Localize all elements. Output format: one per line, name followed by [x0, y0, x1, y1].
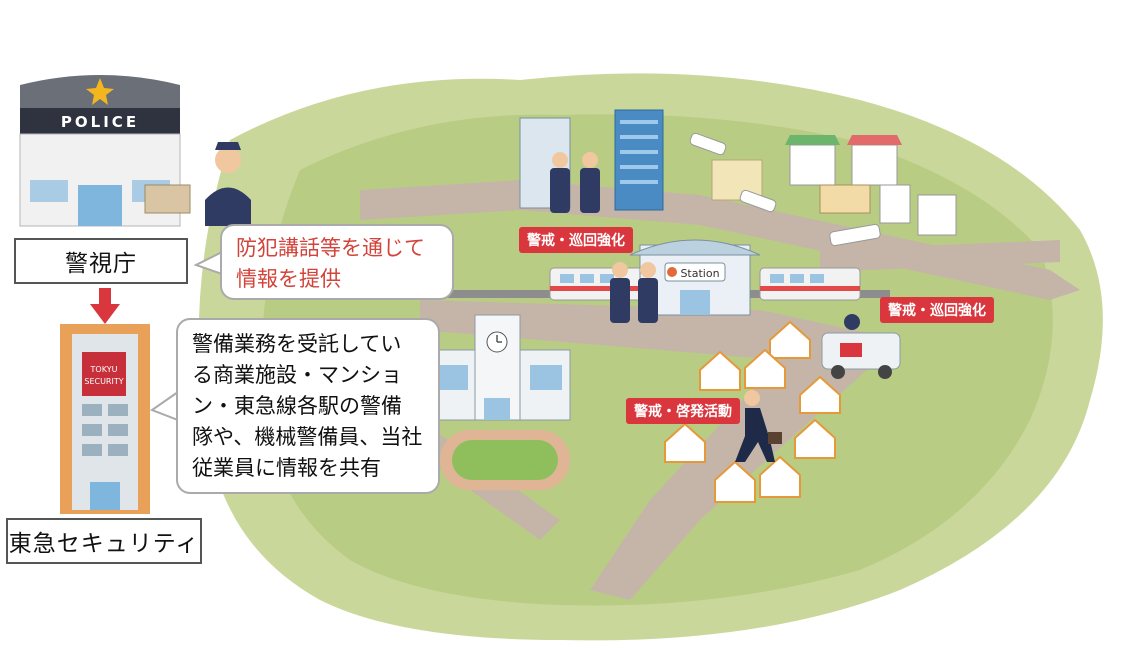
security-info-line-3: ン・東急線各駅の警備: [192, 394, 402, 418]
office-buildings: [519, 109, 763, 211]
police-label-text: 警視庁: [65, 251, 137, 277]
train-left: [549, 267, 651, 301]
road-right: [820, 240, 1060, 272]
police-sign: POLICE: [61, 113, 139, 131]
patrol-car: [821, 314, 901, 379]
guards-station: [610, 262, 658, 323]
station-sign: Station: [680, 267, 719, 280]
businessman-figure: [735, 390, 782, 462]
tag-patrol-right: 警戒・巡回強化: [880, 297, 994, 323]
shops: [785, 135, 957, 236]
security-sign-line1: TOKYU: [90, 365, 118, 374]
security-info-line-4: 隊や、機械警備員、当社: [192, 425, 423, 449]
school-building: [429, 314, 571, 421]
train-right: [759, 267, 861, 301]
security-camera-icons: [689, 132, 881, 247]
road-top: [360, 180, 1080, 300]
police-officer-figure: [205, 142, 251, 226]
tokyu-security-building: TOKYU SECURITY: [60, 324, 150, 514]
tag-patrol-top: 警戒・巡回強化: [519, 227, 633, 253]
police-station-building: POLICE: [19, 75, 191, 227]
security-info-line-5: 従業員に情報を共有: [192, 456, 381, 480]
bubble-tail-security: [149, 390, 179, 422]
down-arrow-icon: [90, 288, 120, 324]
guards-top: [550, 152, 600, 213]
security-info-line-2: る商業施設・マンショ: [192, 363, 402, 387]
police-info-line-2: 情報を提供: [236, 267, 341, 291]
police-info-line-1: 防犯講話等を通じて: [236, 236, 425, 260]
sports-track: [440, 430, 570, 490]
security-info-bubble: 警備業務を受託してい る商業施設・マンショ ン・東急線各駅の警備 隊や、機械警備…: [176, 318, 440, 494]
security-sign-line2: SECURITY: [84, 377, 123, 386]
security-label: 東急セキュリティ: [6, 518, 202, 564]
security-info-line-1: 警備業務を受託してい: [192, 332, 402, 356]
police-label: 警視庁: [14, 238, 188, 284]
houses: [664, 320, 841, 503]
tag-awareness: 警戒・啓発活動: [626, 398, 740, 424]
police-info-bubble: 防犯講話等を通じて 情報を提供: [220, 224, 454, 300]
station-building: Station: [629, 239, 761, 316]
security-label-text: 東急セキュリティ: [8, 531, 200, 557]
